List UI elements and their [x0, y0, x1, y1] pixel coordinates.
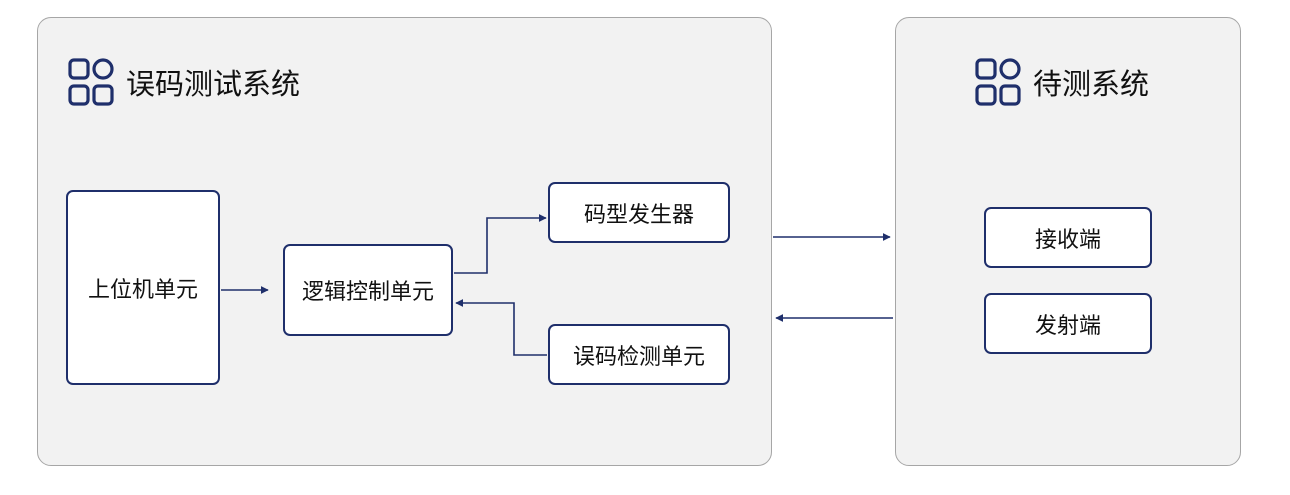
logic-control-unit-node: 逻辑控制单元: [283, 244, 453, 336]
transmitter-end-node: 发射端: [984, 293, 1152, 354]
group-title-text: 误码测试系统: [126, 67, 301, 101]
group-title-text: 待测系统: [1033, 67, 1150, 101]
grid-apps-icon: [975, 58, 1021, 106]
device-under-test-title: 待测系统: [975, 58, 1149, 106]
ber-test-system-title: 误码测试系统: [68, 58, 300, 106]
pattern-generator-node: 码型发生器: [548, 182, 730, 243]
grid-apps-icon: [68, 58, 114, 106]
error-detection-unit-node: 误码检测单元: [548, 324, 730, 385]
receiver-end-node: 接收端: [984, 207, 1152, 268]
host-unit-node: 上位机单元: [66, 190, 220, 385]
